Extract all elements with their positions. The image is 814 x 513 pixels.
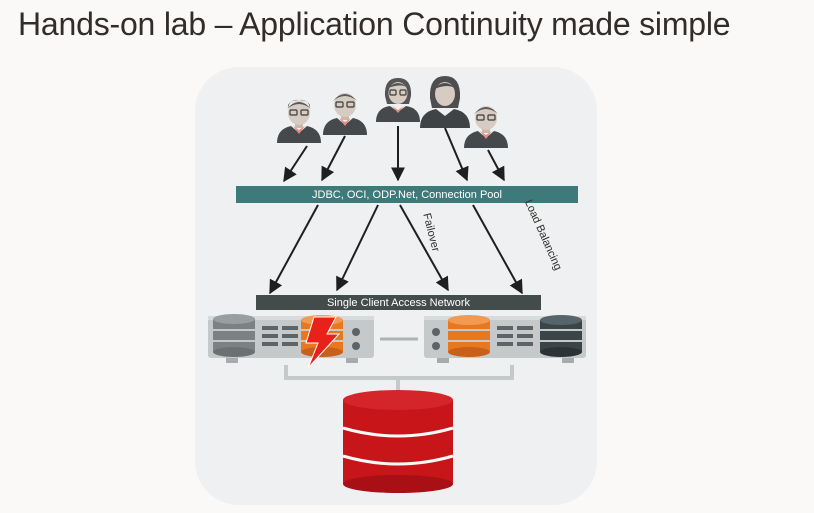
arrow-user1-drivers [283, 145, 308, 183]
male-user-icon [464, 106, 508, 148]
arrow-user2-drivers [321, 135, 346, 182]
female-user-icon [420, 76, 470, 128]
arrow-load-balancing [472, 204, 523, 295]
database-stack-icon [448, 315, 490, 357]
server-right [424, 315, 586, 363]
shared-database-icon [342, 390, 454, 493]
male-user-icon [277, 99, 321, 143]
scan-bar: Single Client Access Network [256, 295, 541, 310]
arrow-failover [399, 204, 449, 292]
drivers-bar: JDBC, OCI, ODP.Net, Connection Pool [236, 186, 578, 203]
database-stack-icon [213, 314, 255, 357]
slide-title: Hands-on lab – Application Continuity ma… [18, 6, 731, 42]
server-left [208, 314, 374, 363]
arrow-user5-drivers [487, 149, 505, 182]
male-user-icon [323, 93, 367, 135]
arrow-drivers-scan-2 [336, 204, 379, 292]
arrow-drivers-scan-1 [269, 204, 319, 295]
lightning-bolt-icon [305, 316, 341, 369]
female-user-icon [376, 78, 420, 122]
arrow-user4-drivers [444, 127, 469, 182]
database-stack-icon [540, 315, 582, 357]
